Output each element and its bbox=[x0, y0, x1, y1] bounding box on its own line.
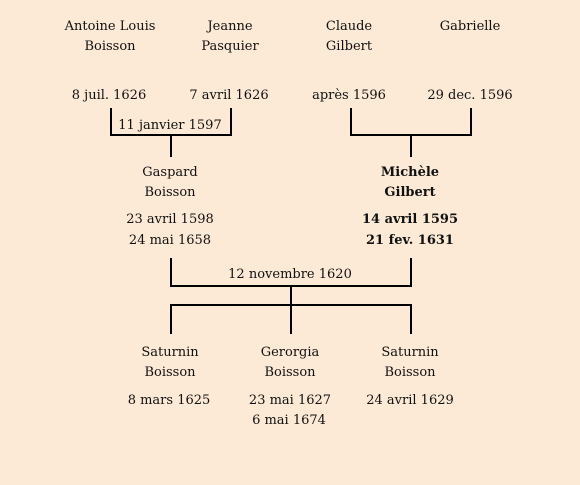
connector-line bbox=[410, 134, 412, 157]
connector-line bbox=[350, 108, 352, 136]
person-gaspard-death: 24 mai 1658 bbox=[128, 233, 212, 248]
person-michele-last: Gilbert bbox=[384, 185, 436, 200]
person-gabrielle-date: 29 dec. 1596 bbox=[427, 88, 513, 103]
person-jeanne-first: Jeanne bbox=[207, 19, 253, 34]
child-3-birth: 24 avril 1629 bbox=[366, 393, 454, 408]
child-2-death: 6 mai 1674 bbox=[252, 413, 326, 428]
person-gaspard-birth: 23 avril 1598 bbox=[126, 212, 214, 227]
connector-line bbox=[290, 285, 292, 305]
person-michele-first: Michèle bbox=[380, 165, 440, 180]
child-1-last: Boisson bbox=[144, 365, 196, 380]
person-gaspard-last: Boisson bbox=[144, 185, 196, 200]
child-2-birth: 23 mai 1627 bbox=[248, 393, 332, 408]
child-2-first: Gerorgia bbox=[260, 345, 320, 360]
marriage-date-2: 12 novembre 1620 bbox=[228, 267, 352, 282]
person-michele-death: 21 fev. 1631 bbox=[366, 233, 454, 248]
connector-line bbox=[170, 258, 172, 287]
child-2-last: Boisson bbox=[264, 365, 316, 380]
connector-line bbox=[170, 134, 172, 157]
child-1-first: Saturnin bbox=[141, 345, 199, 360]
child-3-first: Saturnin bbox=[381, 345, 439, 360]
connector-line bbox=[170, 304, 172, 334]
connector-line bbox=[290, 304, 292, 334]
person-gaspard-first: Gaspard bbox=[142, 165, 198, 180]
person-gabrielle-first: Gabrielle bbox=[439, 19, 501, 34]
child-3-last: Boisson bbox=[384, 365, 436, 380]
child-1-birth: 8 mars 1625 bbox=[127, 393, 211, 408]
connector-line bbox=[410, 304, 412, 334]
person-jeanne-last: Pasquier bbox=[201, 39, 259, 54]
connector-line bbox=[410, 258, 412, 287]
connector-line bbox=[470, 108, 472, 136]
connector-line bbox=[110, 108, 112, 136]
person-antoine-louis-last: Boisson bbox=[84, 39, 136, 54]
person-claude-last: Gilbert bbox=[325, 39, 373, 54]
person-jeanne-date: 7 avril 1626 bbox=[189, 88, 269, 103]
person-claude-date: après 1596 bbox=[312, 88, 386, 103]
person-antoine-louis-first: Antoine Louis bbox=[64, 19, 156, 34]
person-michele-birth: 14 avril 1595 bbox=[361, 212, 459, 227]
marriage-date-1: 11 janvier 1597 bbox=[118, 118, 222, 133]
person-claude-first: Claude bbox=[325, 19, 373, 34]
connector-line bbox=[230, 108, 232, 136]
person-antoine-louis-date: 8 juil. 1626 bbox=[71, 88, 147, 103]
